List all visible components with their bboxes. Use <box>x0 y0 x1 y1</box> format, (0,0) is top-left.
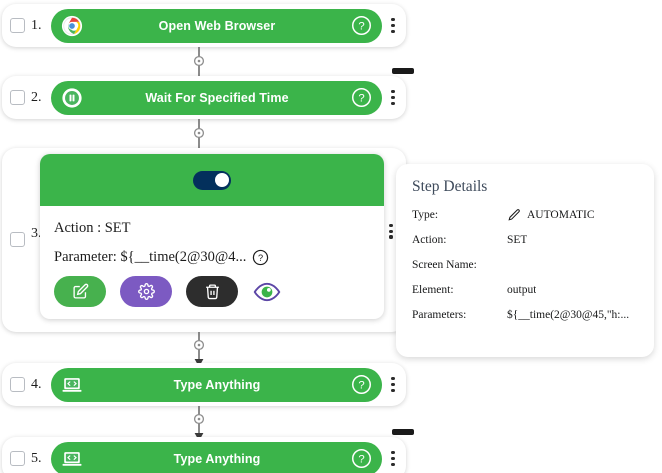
step-bar-1[interactable]: Open Web Browser ? <box>51 8 382 43</box>
step-details-panel: Step Details Type: AUTOMATIC Action: SET… <box>396 164 654 357</box>
svg-text:?: ? <box>358 380 364 392</box>
expanded-action-line: Action : SET <box>54 220 131 236</box>
details-row-parameters: Parameters: ${__time(2@30@45,"h:... <box>412 306 638 323</box>
details-key: Action: <box>412 233 447 246</box>
step-details-title: Step Details <box>412 178 488 195</box>
details-value: output <box>507 283 537 296</box>
question-circle-icon[interactable]: ? <box>351 87 372 108</box>
more-vertical-icon[interactable] <box>386 18 400 33</box>
pause-circle-icon <box>61 87 83 109</box>
step-number-2: 2. <box>31 89 42 105</box>
collapse-dash-icon[interactable] <box>392 68 414 74</box>
question-circle-icon[interactable]: ? <box>351 374 372 395</box>
more-vertical-icon[interactable] <box>386 451 400 466</box>
details-key: Element: <box>412 283 454 296</box>
details-value: SET <box>507 233 528 246</box>
step-label-5: Type Anything <box>173 451 261 466</box>
step-checkbox-2[interactable] <box>10 90 25 105</box>
step-row-1[interactable]: 1. Open Web Browser ? <box>2 4 406 47</box>
pencil-icon <box>507 208 521 222</box>
details-key: Type: <box>412 208 439 221</box>
collapse-dash-icon[interactable] <box>392 429 414 435</box>
expanded-step-panel: Action : SET Parameter: ${__time(2@30@4.… <box>40 154 384 319</box>
details-row-action: Action: SET <box>412 231 638 248</box>
details-row-screen-name: Screen Name: <box>412 256 638 273</box>
svg-text:?: ? <box>358 93 364 105</box>
step-row-3[interactable]: 3. Action : SET Parameter: ${__time(2@30… <box>2 148 406 332</box>
more-vertical-icon[interactable] <box>384 224 398 239</box>
step-number-1: 1. <box>31 17 42 33</box>
step-checkbox-5[interactable] <box>10 451 25 466</box>
expanded-step-header <box>40 154 384 206</box>
step-number-5: 5. <box>31 450 42 466</box>
details-row-type: Type: AUTOMATIC <box>412 206 638 223</box>
step-bar-2[interactable]: Wait For Specified Time ? <box>51 80 382 115</box>
step-row-2[interactable]: 2. Wait For Specified Time ? <box>2 76 406 119</box>
step-checkbox-3[interactable] <box>10 232 25 247</box>
step-label-1: Open Web Browser <box>158 18 276 33</box>
expanded-step-body: Action : SET Parameter: ${__time(2@30@4.… <box>40 206 384 319</box>
details-value: ${__time(2@30@45,"h:... <box>507 308 630 321</box>
step-checkbox-1[interactable] <box>10 18 25 33</box>
step-row-5[interactable]: 5. Type Anything ? <box>2 437 406 473</box>
step-action-buttons <box>54 276 370 307</box>
step-label-4: Type Anything <box>173 377 261 392</box>
expanded-parameter-text: Parameter: ${__time(2@30@4... <box>54 249 247 265</box>
details-value: AUTOMATIC <box>507 208 595 222</box>
details-value-text: AUTOMATIC <box>527 208 595 221</box>
edit-step-button[interactable] <box>54 276 106 307</box>
svg-text:?: ? <box>358 21 364 33</box>
preview-step-button[interactable] <box>252 277 282 307</box>
step-settings-button[interactable] <box>120 276 172 307</box>
details-key: Screen Name: <box>412 258 477 271</box>
step-label-2: Wait For Specified Time <box>145 90 289 105</box>
step-number-4: 4. <box>31 376 42 392</box>
step-bar-5[interactable]: Type Anything ? <box>51 441 382 473</box>
laptop-code-icon <box>61 448 83 470</box>
question-circle-icon[interactable]: ? <box>351 448 372 469</box>
question-circle-icon[interactable]: ? <box>351 15 372 36</box>
more-vertical-icon[interactable] <box>386 377 400 392</box>
connector-3-4 <box>182 332 216 368</box>
expanded-parameter-row: Parameter: ${__time(2@30@4... ? <box>54 249 370 266</box>
step-row-4[interactable]: 4. Type Anything ? <box>2 363 406 406</box>
chrome-icon <box>61 15 83 37</box>
step-number-3: 3. <box>31 226 42 241</box>
toggle-knob <box>214 173 229 187</box>
step-enable-toggle[interactable] <box>193 170 231 190</box>
question-circle-icon[interactable]: ? <box>252 249 269 266</box>
details-key: Parameters: <box>412 308 467 321</box>
laptop-code-icon <box>61 374 83 396</box>
step-bar-4[interactable]: Type Anything ? <box>51 367 382 402</box>
more-vertical-icon[interactable] <box>386 90 400 105</box>
svg-text:?: ? <box>258 253 263 263</box>
svg-text:?: ? <box>358 454 364 466</box>
details-row-element: Element: output <box>412 281 638 298</box>
step-checkbox-4[interactable] <box>10 377 25 392</box>
delete-step-button[interactable] <box>186 276 238 307</box>
